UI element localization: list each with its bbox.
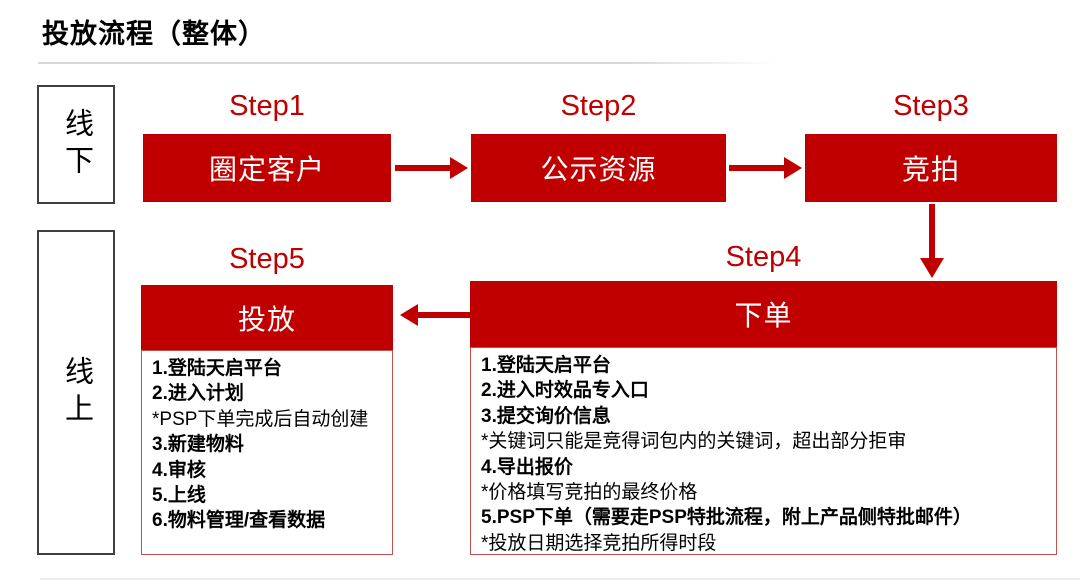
page-title: 投放流程（整体） <box>42 19 266 49</box>
list-item: *价格填写竞拍的最终价格 <box>481 482 698 504</box>
arrow-step3-to-step4-shaft <box>929 204 935 258</box>
step2-title: 公示资源 <box>540 154 657 185</box>
step5-title: 投放 <box>237 303 296 335</box>
step4-detail-list: 1.登陆天启平台 2.进入时效品专入口 3.提交询价信息 *关键词只能是竞得词包内的关… <box>470 347 1057 555</box>
step4-label: Step4 <box>725 241 802 273</box>
title-divider <box>38 62 778 64</box>
step3-label: Step3 <box>893 90 969 122</box>
arrow-step2-to-step3-shaft <box>729 165 784 171</box>
list-item: 4.审核 <box>152 459 206 481</box>
list-item: *PSP下单完成后自动创建 <box>152 408 369 430</box>
list-item: 4.导出报价 <box>481 456 573 478</box>
list-item: 3.提交询价信息 <box>481 405 611 427</box>
list-item: 1.登陆天启平台 <box>152 358 282 379</box>
arrow-step4-to-step5-head-icon <box>400 304 418 326</box>
step1-label: Step1 <box>229 90 305 122</box>
step4-title: 下单 <box>734 300 793 331</box>
list-item: 5.上线 <box>152 485 206 507</box>
list-item: *关键词只能是竞得词包内的关键词，超出部分拒审 <box>481 431 907 453</box>
step1-title: 圈定客户 <box>208 154 325 185</box>
list-item: 1.登陆天启平台 <box>481 355 611 376</box>
arrow-step1-to-step2-head-icon <box>450 157 468 179</box>
step5-label: Step5 <box>229 243 305 275</box>
list-item: *投放日期选择竞拍所得时段 <box>481 532 717 554</box>
lane-offline-box: 线下 <box>37 85 115 204</box>
step2-box: 公示资源 <box>471 134 726 202</box>
lane-offline-label: 线下 <box>60 107 93 182</box>
lane-online-label: 线上 <box>60 355 93 430</box>
arrow-step2-to-step3-head-icon <box>784 157 802 179</box>
step5-detail-list: 1.登陆天启平台 2.进入计划 *PSP下单完成后自动创建 3.新建物料 4.审核 5.上… <box>141 350 393 555</box>
list-item: 5.PSP下单（需要走PSP特批流程，附上产品侧特批邮件） <box>481 507 972 529</box>
step2-label: Step2 <box>560 90 637 122</box>
step5-box: 投放 <box>141 285 393 350</box>
bottom-divider <box>40 578 1080 580</box>
step1-box: 圈定客户 <box>143 134 391 202</box>
list-item: 2.进入计划 <box>152 383 244 405</box>
list-item: 2.进入时效品专入口 <box>481 380 649 402</box>
arrow-step3-to-step4-head-icon <box>920 258 944 278</box>
lane-online-box: 线上 <box>37 230 115 555</box>
arrow-step4-to-step5-shaft <box>418 312 470 318</box>
arrow-step1-to-step2-shaft <box>395 165 450 171</box>
step3-title: 竞拍 <box>901 154 960 185</box>
list-item: 6.物料管理/查看数据 <box>152 510 326 532</box>
list-item: 3.新建物料 <box>152 434 244 456</box>
step4-box: 下单 <box>470 281 1057 347</box>
step3-box: 竞拍 <box>805 134 1057 202</box>
